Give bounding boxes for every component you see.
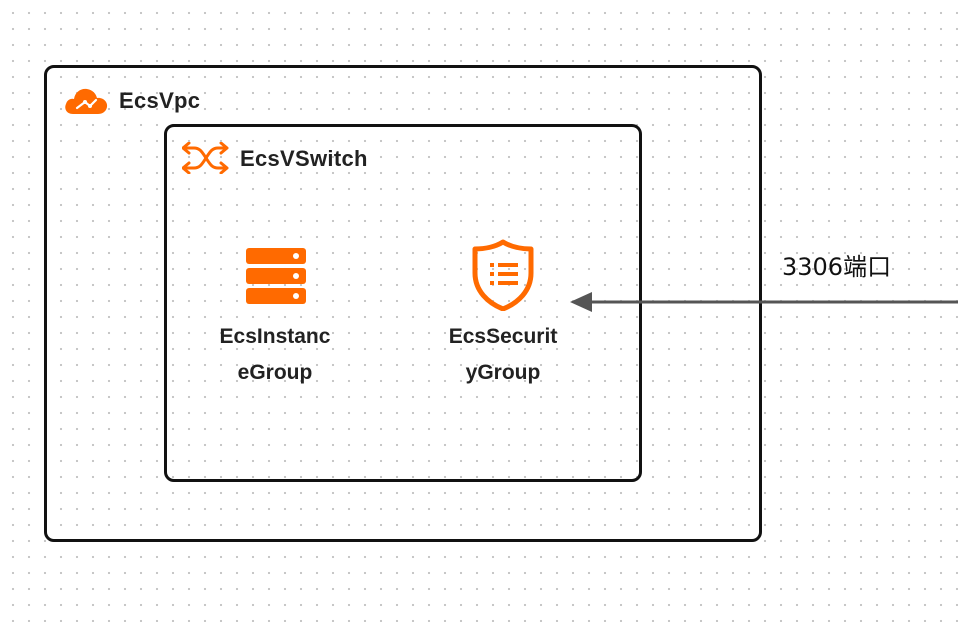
cloud-icon (63, 84, 109, 121)
instance-group-label: EcsInstanc eGroup (195, 319, 355, 391)
shuffle-icon (181, 141, 230, 179)
security-group-label: EcsSecurit yGroup (423, 319, 583, 391)
instance-group-label-line2: eGroup (237, 361, 313, 384)
shield-icon[interactable] (470, 239, 536, 316)
vswitch-label: EcsVSwitch (240, 146, 368, 171)
instance-group-label-line1: EcsInstanc (219, 325, 331, 348)
security-group-label-line2: yGroup (465, 361, 541, 384)
port-label: 3306端口 (782, 253, 892, 281)
security-group-label-line1: EcsSecurit (448, 325, 558, 348)
server-icon[interactable] (246, 248, 306, 310)
vpc-label: EcsVpc (119, 88, 201, 113)
